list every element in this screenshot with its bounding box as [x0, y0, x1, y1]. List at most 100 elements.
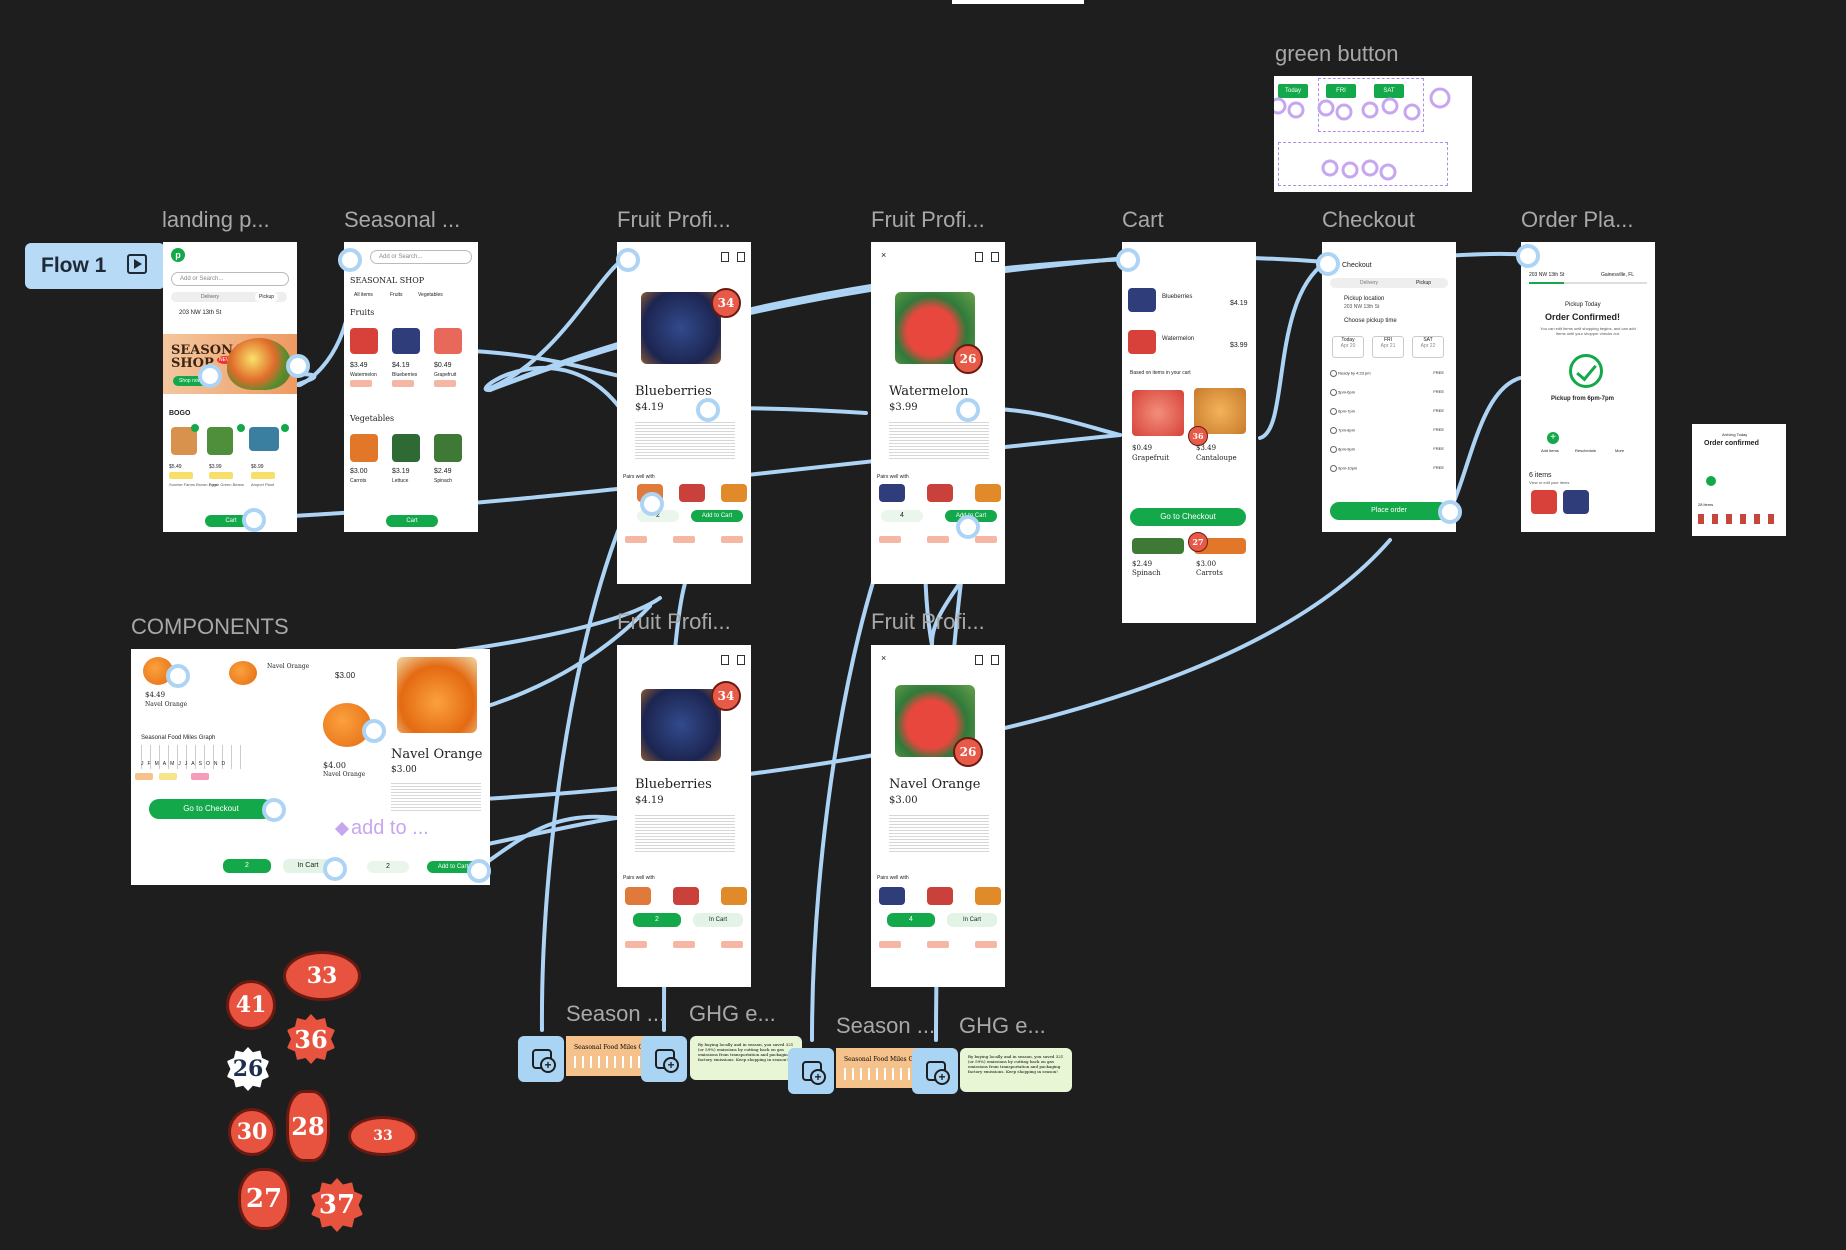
address-label[interactable]: 203 NW 13th St: [179, 310, 222, 316]
quantity-stepper[interactable]: 4: [881, 510, 923, 522]
miles-badge-sticker[interactable]: 33: [348, 1116, 418, 1156]
close-icon[interactable]: ×: [881, 250, 887, 260]
frame-label-ghg-2[interactable]: GHG e...: [959, 1013, 1046, 1038]
landing-page-frame[interactable]: p Add or Search... Delivery Pickup 203 N…: [163, 242, 297, 532]
add-to-cart-button[interactable]: Add to Cart: [691, 510, 743, 522]
quantity-stepper[interactable]: 2: [633, 913, 681, 927]
connection-handle[interactable]: [1116, 248, 1140, 272]
green-button-component[interactable]: Today FRI SAT: [1274, 76, 1472, 192]
search-input[interactable]: Add or Search...: [370, 250, 472, 264]
close-icon[interactable]: ×: [881, 653, 887, 663]
frame-label-season-2[interactable]: Season ...: [836, 1013, 936, 1038]
components-frame[interactable]: $4.49 Navel Orange Navel Orange $3.00 Se…: [131, 649, 490, 885]
pair-image[interactable]: [679, 484, 705, 502]
add-icon[interactable]: [281, 424, 289, 432]
add-items-icon[interactable]: +: [1547, 432, 1559, 444]
miles-badge-sticker[interactable]: 41: [226, 980, 276, 1030]
order-confirmed-mini-frame[interactable]: Arriving Today Order confirmed 28 items: [1692, 424, 1786, 536]
cart-button[interactable]: Cart: [386, 515, 438, 527]
miles-badge-sticker[interactable]: 36: [287, 1014, 335, 1064]
fruit-image-watermelon[interactable]: [350, 328, 378, 354]
in-cart-button[interactable]: In Cart: [693, 913, 743, 927]
pair-image[interactable]: [975, 887, 1001, 905]
fruit-profile-blueberries-frame[interactable]: 34 Blueberries $4.19 Pairs well with 2 A…: [617, 242, 751, 584]
action-add-items[interactable]: Add items: [1541, 448, 1559, 453]
frame-label-fruit-4[interactable]: Fruit Profi...: [871, 609, 985, 634]
share-icon[interactable]: [737, 252, 745, 262]
component-instance-icon[interactable]: +: [912, 1048, 958, 1094]
place-order-button[interactable]: Place order: [1330, 502, 1448, 520]
miles-badge-sticker[interactable]: 37: [311, 1178, 363, 1232]
add-icon[interactable]: [237, 424, 245, 432]
play-frame-icon[interactable]: [127, 254, 147, 274]
connection-handle[interactable]: [696, 398, 720, 422]
filter-tab-all[interactable]: All items: [354, 292, 373, 298]
connection-handle[interactable]: [338, 248, 362, 272]
component-instance-icon[interactable]: +: [788, 1048, 834, 1094]
miles-badge-sticker[interactable]: 33: [283, 951, 361, 1001]
pair-image[interactable]: [975, 484, 1001, 502]
view-edit-items[interactable]: View or edit your items: [1529, 480, 1570, 485]
product-image-greenbeans[interactable]: [207, 427, 233, 455]
frame-label-season-1[interactable]: Season ...: [566, 1001, 666, 1026]
day-chip-fri[interactable]: FRI: [1326, 84, 1356, 98]
component-instance-icon[interactable]: +: [641, 1036, 687, 1082]
cart-frame[interactable]: Blueberries $4.19 Watermelon $3.99 Based…: [1122, 242, 1256, 623]
connection-handle[interactable]: [286, 354, 310, 378]
search-input[interactable]: Add or Search...: [171, 272, 289, 286]
delivery-pickup-toggle[interactable]: Delivery Pickup: [1330, 278, 1448, 288]
hero-shop-button[interactable]: Shop now: [173, 376, 208, 386]
seasonal-shop-frame[interactable]: Add or Search... SEASONAL SHOP All items…: [344, 242, 478, 532]
connection-handle[interactable]: [956, 398, 980, 422]
pair-image[interactable]: [625, 887, 651, 905]
hero-banner[interactable]: SEASONAL SHOP NEW Shop now: [163, 334, 297, 394]
connection-handle[interactable]: [956, 515, 980, 539]
veg-image-spinach[interactable]: [434, 434, 462, 462]
share-icon[interactable]: [991, 655, 999, 665]
in-cart-button[interactable]: In Cart: [283, 859, 333, 873]
tab-delivery[interactable]: Delivery: [1360, 280, 1379, 286]
connection-handle[interactable]: [1438, 500, 1462, 524]
miles-badge-sticker[interactable]: 26: [226, 1047, 270, 1091]
flow-starting-point[interactable]: Flow 1: [25, 243, 165, 289]
fruit-profile-watermelon-incart-frame[interactable]: × 26 Navel Orange $3.00 Pairs well with …: [871, 645, 1005, 987]
action-reschedule[interactable]: Reschedule: [1575, 448, 1597, 453]
miles-badge-sticker[interactable]: 30: [228, 1108, 276, 1156]
bookmark-icon[interactable]: [975, 252, 983, 262]
frame-label-ghg-1[interactable]: GHG e...: [689, 1001, 776, 1026]
share-icon[interactable]: [991, 252, 999, 262]
checkout-frame[interactable]: Checkout Delivery Pickup Pickup location…: [1322, 242, 1456, 532]
bookmark-icon[interactable]: [721, 252, 729, 262]
filter-tab-vegetables[interactable]: Vegetables: [418, 292, 443, 298]
frame-label-order[interactable]: Order Pla...: [1521, 207, 1634, 232]
component-set-icon[interactable]: [334, 821, 350, 837]
bookmark-icon[interactable]: [721, 655, 729, 665]
pair-image[interactable]: [927, 484, 953, 502]
connection-handle[interactable]: [166, 664, 190, 688]
go-to-checkout-button[interactable]: Go to Checkout: [149, 799, 273, 819]
connection-handle[interactable]: [1516, 244, 1540, 268]
connection-handle[interactable]: [242, 508, 266, 532]
add-to-cart-button[interactable]: Add to Cart: [427, 861, 479, 873]
delivery-pickup-toggle[interactable]: Delivery Pickup: [171, 292, 287, 302]
ghg-emissions-card[interactable]: By buying locally and in season, you sav…: [960, 1048, 1072, 1092]
frame-label-fruit-1[interactable]: Fruit Profi...: [617, 207, 731, 232]
tab-delivery[interactable]: Delivery: [201, 294, 220, 300]
tab-pickup[interactable]: Pickup: [1416, 280, 1432, 286]
veg-image-carrots[interactable]: [350, 434, 378, 462]
quantity-stepper-filled[interactable]: 2: [223, 859, 271, 873]
connection-handle[interactable]: [640, 492, 664, 516]
suggested-image[interactable]: [1132, 390, 1184, 436]
miles-badge-sticker[interactable]: 28: [286, 1090, 330, 1162]
component-instance-icon[interactable]: +: [518, 1036, 564, 1082]
ghg-emissions-card[interactable]: By buying locally and in season, you sav…: [690, 1036, 802, 1080]
